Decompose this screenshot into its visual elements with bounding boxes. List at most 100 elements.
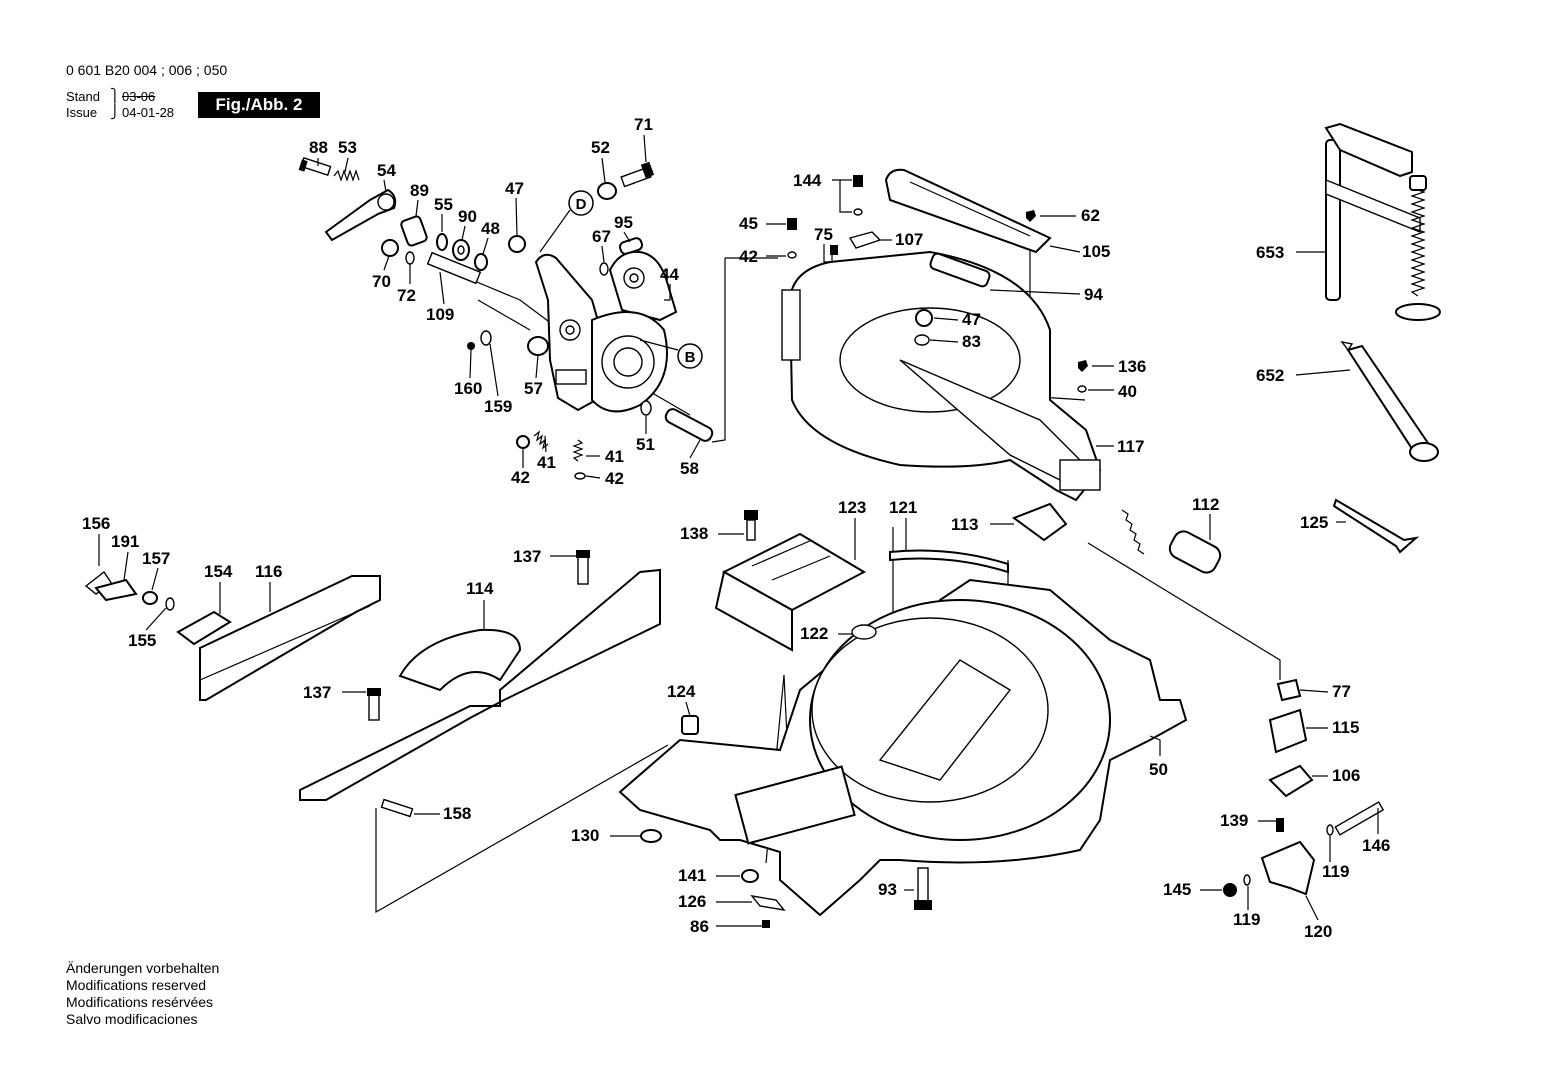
part-ring-72	[405, 251, 415, 265]
part-screw-160	[467, 342, 475, 350]
lock-group	[1223, 678, 1385, 897]
label-652: 652	[1256, 366, 1284, 385]
label-154: 154	[204, 562, 233, 581]
label-137a: 137	[513, 547, 541, 566]
part-nut-47b	[915, 309, 933, 327]
label-45: 45	[739, 214, 758, 233]
part-bushing-52	[597, 182, 617, 200]
label-58: 58	[680, 459, 699, 478]
label-90: 90	[458, 207, 477, 226]
part-washer-40	[1077, 385, 1087, 393]
label-119a: 119	[1322, 862, 1349, 881]
part-fence-114	[299, 568, 661, 801]
issue-label: Issue	[66, 105, 98, 120]
part-nut-145	[1223, 883, 1237, 897]
base-group	[618, 510, 1188, 928]
label-145: 145	[1163, 880, 1191, 899]
label-120: 120	[1304, 922, 1332, 941]
label-191: 191	[111, 532, 139, 551]
label-159: 159	[484, 397, 512, 416]
label-54: 54	[377, 161, 396, 180]
label-139: 139	[1220, 811, 1248, 830]
part-screw-138	[744, 510, 758, 541]
label-105: 105	[1082, 242, 1110, 261]
label-93: 93	[878, 880, 897, 899]
part-washer-48	[474, 253, 488, 271]
label-95: 95	[614, 213, 633, 232]
label-121: 121	[889, 498, 917, 517]
label-51: 51	[636, 435, 655, 454]
part-bolt-109	[426, 251, 482, 285]
part-bolt-146	[1334, 801, 1385, 836]
part-washer-159	[480, 330, 492, 346]
part-wrench-652	[1340, 340, 1439, 462]
note-line-fr: Modifications resérvées	[66, 994, 214, 1010]
note-line-en: Modifications reserved	[66, 977, 207, 993]
label-52: 52	[591, 138, 610, 157]
label-94: 94	[1084, 285, 1103, 304]
label-40: 40	[1118, 382, 1137, 401]
part-nut-70	[381, 239, 399, 257]
part-hexkey-125	[1332, 498, 1420, 554]
label-117: 117	[1117, 437, 1144, 456]
label-156: 156	[82, 514, 110, 533]
label-57: 57	[524, 379, 543, 398]
label-138: 138	[680, 524, 708, 543]
label-47: 47	[505, 179, 524, 198]
part-screw-144	[853, 175, 863, 187]
part-screw-124	[681, 715, 699, 735]
label-107: 107	[895, 230, 923, 249]
part-screw-136	[1078, 360, 1088, 372]
label-113: 113	[951, 515, 978, 534]
label-67: 67	[592, 227, 611, 246]
part-screw-62	[1026, 210, 1036, 222]
revision-block: Stand ⎫ 03-06 Issue ⎭ 04-01-28	[66, 89, 174, 121]
label-130: 130	[571, 826, 599, 845]
label-124: 124	[667, 682, 696, 701]
label-77: 77	[1332, 682, 1351, 701]
part-bushing-57	[527, 336, 549, 356]
label-62: 62	[1081, 206, 1100, 225]
label-88: 88	[309, 138, 328, 157]
callout-b: B	[639, 339, 703, 369]
label-50: 50	[1149, 760, 1168, 779]
label-160: 160	[454, 379, 482, 398]
leader-lines	[98, 134, 1379, 927]
part-washer-157	[142, 591, 158, 605]
label-146: 146	[1362, 836, 1390, 855]
part-main-bracket	[534, 253, 668, 413]
part-screw-137b	[367, 688, 381, 721]
part-strip-121	[889, 549, 1009, 574]
stand-label: Stand	[66, 89, 100, 104]
label-136: 136	[1118, 357, 1146, 376]
label-122: 122	[800, 624, 828, 643]
part-plate-154	[176, 610, 232, 646]
label-115: 115	[1332, 718, 1359, 737]
note-line-es: Salvo modificaciones	[66, 1011, 198, 1027]
label-41a: 41	[537, 453, 556, 472]
label-157: 157	[142, 549, 170, 568]
stand-value: 03-06	[122, 89, 156, 104]
part-washer-51	[640, 400, 652, 416]
label-125: 125	[1300, 513, 1328, 532]
document-code: 0 601 B20 004 ; 006 ; 050	[66, 62, 228, 78]
issue-value: 04-01-28	[122, 105, 175, 120]
arm-assembly-group	[298, 156, 714, 480]
part-washer-83	[914, 334, 930, 346]
part-pad-113	[1011, 502, 1068, 542]
label-42b: 42	[605, 469, 624, 488]
label-44: 44	[660, 265, 679, 284]
label-72: 72	[397, 286, 416, 305]
part-knob-191	[94, 578, 138, 602]
part-spring-41b	[572, 439, 584, 462]
part-pin-75	[830, 245, 838, 255]
modification-notes: Änderungen vorbehalten Modifications res…	[66, 960, 219, 1028]
part-bracket-123	[714, 532, 867, 652]
label-53: 53	[338, 138, 357, 157]
part-foot-130	[640, 829, 662, 843]
part-nut-141	[741, 869, 759, 883]
part-washer-67	[599, 262, 609, 276]
label-55: 55	[434, 195, 453, 214]
label-112: 112	[1192, 495, 1219, 514]
